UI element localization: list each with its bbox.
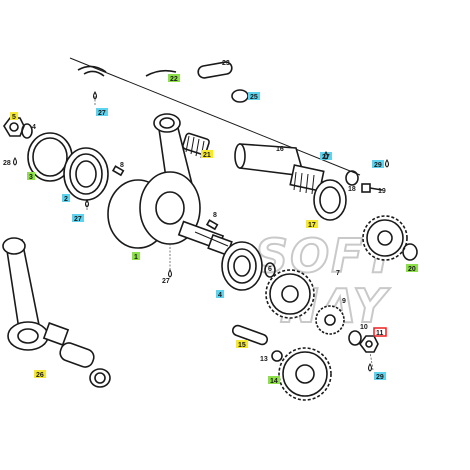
svg-text:27: 27: [98, 110, 106, 117]
bearing-4: [221, 241, 263, 291]
callout-8a: 8: [120, 162, 124, 169]
circlip-20: [402, 243, 418, 261]
callout-10: 10: [360, 324, 368, 331]
callout-17: 17: [306, 220, 318, 229]
callout-1: 1: [132, 252, 140, 261]
svg-text:5: 5: [12, 114, 16, 121]
callout-23: 23: [222, 60, 230, 67]
callout-21: 21: [201, 150, 213, 159]
svg-text:27: 27: [74, 216, 82, 223]
callout-18: 18: [348, 186, 356, 193]
svg-text:11: 11: [376, 330, 384, 337]
svg-text:16: 16: [276, 146, 284, 153]
svg-text:7: 7: [336, 270, 340, 277]
crankshaft-1: [107, 113, 233, 257]
key-8-lower: [205, 219, 219, 231]
svg-text:19: 19: [378, 188, 386, 195]
bolt-19: [361, 183, 383, 193]
top-seal-ring: [77, 65, 107, 77]
svg-text:4: 4: [32, 124, 36, 131]
svg-text:23: 23: [222, 60, 230, 67]
svg-text:22: 22: [170, 76, 178, 83]
gear-9: [362, 215, 408, 261]
balancer-shaft-16: [234, 143, 325, 195]
svg-text:17: 17: [308, 222, 316, 229]
spacer-6: [264, 262, 276, 278]
bearing-2: [63, 147, 109, 201]
bearing-17: [313, 179, 347, 221]
svg-text:26: 26: [36, 372, 44, 379]
callout-15: 15: [236, 340, 248, 349]
svg-text:13: 13: [260, 356, 268, 363]
washer-18: [345, 170, 359, 186]
svg-text:29: 29: [376, 374, 384, 381]
callout-27d: 27: [162, 278, 170, 285]
gear-14: [278, 347, 332, 401]
pin-23: [197, 61, 233, 79]
callout-19: 19: [378, 188, 386, 195]
callout-22: 22: [168, 74, 180, 83]
callout-27b: 27: [72, 214, 84, 223]
svg-text:6: 6: [268, 266, 272, 273]
washer-10: [348, 330, 362, 346]
callout-2: 2: [62, 194, 70, 203]
svg-text:20: 20: [408, 266, 416, 273]
gear-small: [315, 305, 345, 335]
svg-text:15: 15: [238, 342, 246, 349]
connecting-rod-26: [2, 237, 111, 388]
gear-7: [265, 269, 315, 319]
svg-text:1: 1: [134, 254, 138, 261]
key-8-upper: [111, 165, 125, 177]
callout-7: 7: [336, 270, 340, 277]
callout-4: 4: [32, 124, 36, 131]
svg-text:21: 21: [203, 152, 211, 159]
svg-text:3: 3: [29, 174, 33, 181]
svg-text:8: 8: [120, 162, 124, 169]
callout-11: 11: [373, 327, 387, 337]
callout-20: 20: [406, 264, 418, 273]
svg-text:4: 4: [218, 292, 222, 299]
nut-11: [359, 335, 379, 353]
circlip-22: [145, 69, 177, 77]
callout-9: 9: [342, 298, 346, 305]
callout-5: 5: [10, 112, 18, 121]
callout-13: 13: [260, 356, 268, 363]
svg-text:29: 29: [374, 162, 382, 169]
svg-text:27: 27: [162, 278, 170, 285]
callout-8b: 8: [213, 212, 217, 219]
washer-4-small: [21, 123, 33, 139]
pin-15: [231, 324, 269, 346]
washer-13: [271, 350, 283, 362]
svg-text:27: 27: [322, 154, 330, 161]
svg-text:10: 10: [360, 324, 368, 331]
svg-text:18: 18: [348, 186, 356, 193]
callout-27a: 27: [96, 108, 108, 117]
callout-29a: 29: [372, 160, 384, 169]
svg-text:25: 25: [250, 94, 258, 101]
axis-line-top: [69, 57, 361, 176]
callout-25: 25: [248, 92, 260, 101]
callout-layer: 22 23 25 27 5 4 28 3 2 27 8 21 16 27 29 …: [3, 60, 418, 385]
svg-text:14: 14: [270, 378, 278, 385]
svg-text:28: 28: [3, 160, 11, 167]
svg-text:2: 2: [64, 196, 68, 203]
callout-16: 16: [276, 146, 284, 153]
callout-29b: 29: [374, 372, 386, 381]
washer-25: [231, 89, 249, 103]
svg-text:8: 8: [213, 212, 217, 219]
drop-markers: [13, 91, 389, 372]
leader-29b: [369, 351, 374, 371]
callout-26: 26: [34, 370, 46, 379]
callout-28: 28: [3, 160, 11, 167]
callout-4b: 4: [216, 290, 224, 299]
svg-text:9: 9: [342, 298, 346, 305]
callout-14: 14: [268, 376, 280, 385]
callout-3: 3: [27, 172, 35, 181]
callout-27c: 27: [320, 152, 332, 161]
callout-6: 6: [268, 266, 272, 273]
